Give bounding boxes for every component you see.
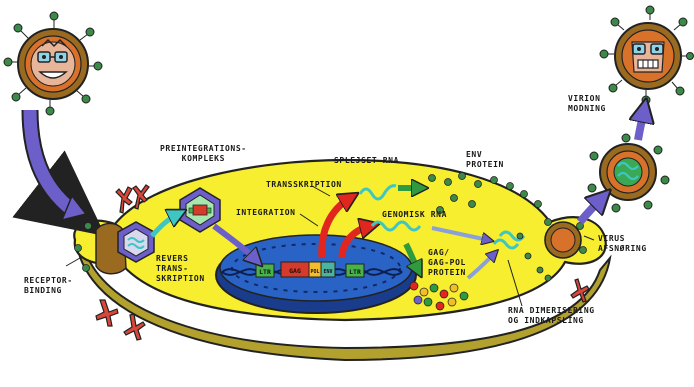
svg-text:ENV: ENV	[323, 269, 332, 275]
virus-face-icon	[4, 12, 102, 115]
label-preintegration-complex: PREINTEGRATIONS-KOMPLEKS	[160, 144, 247, 164]
mature-virus-face-icon	[600, 6, 694, 104]
budding-site	[545, 219, 587, 259]
label-transcription: TRANSSKRIPTION	[266, 180, 342, 190]
release-arrow	[580, 198, 602, 222]
svg-text:LTR: LTR	[349, 268, 361, 276]
label-integration: INTEGRATION	[236, 208, 296, 218]
svg-text:POL: POL	[310, 269, 319, 275]
svg-text:LTR: LTR	[259, 268, 271, 276]
svg-text:GAG: GAG	[289, 267, 301, 275]
label-spliced-rna: SPLEJSET RNA	[334, 156, 399, 166]
proviral-dna: LTR GAG POL ENV LTR	[256, 262, 364, 277]
label-receptor-binding: RECEPTOR-BINDING	[24, 276, 73, 296]
maturation-arrow	[638, 110, 644, 140]
label-genomic-rna: GENOMISK RNA	[382, 210, 447, 220]
